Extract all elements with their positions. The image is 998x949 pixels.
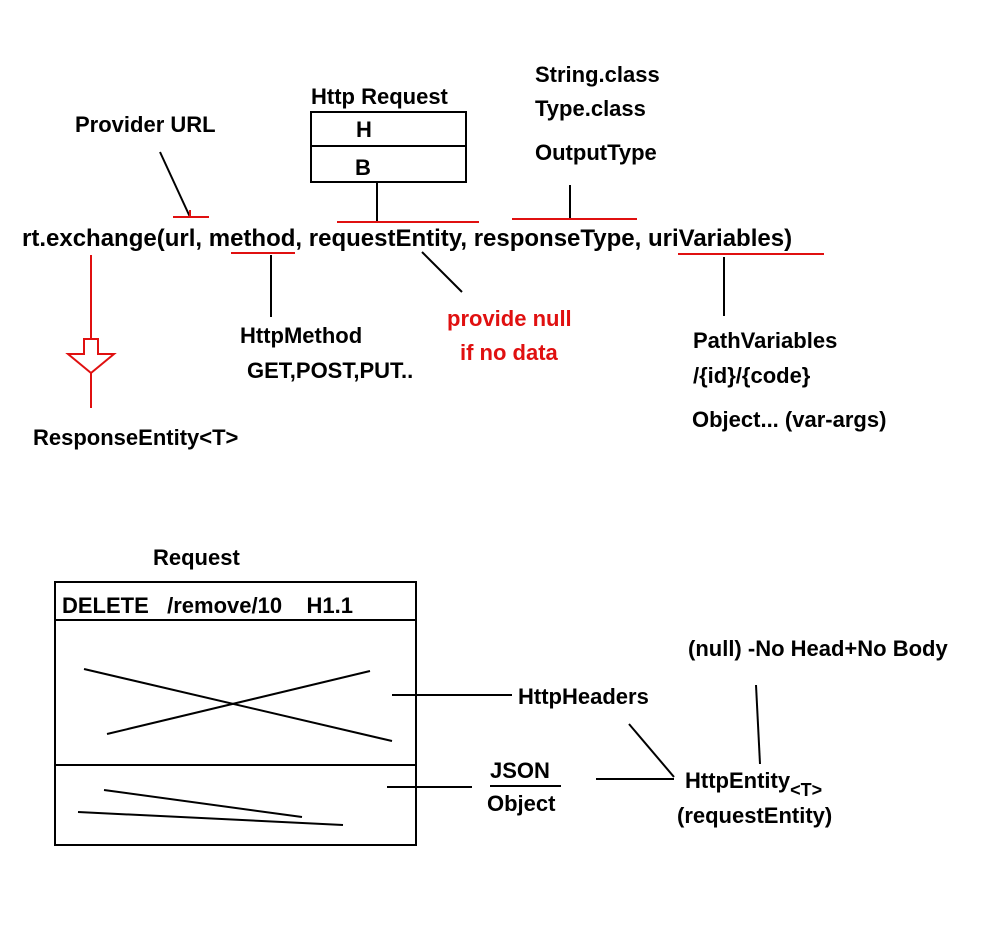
output-type-type: Type.class bbox=[535, 96, 646, 121]
response-entity-label: ResponseEntity<T> bbox=[33, 425, 239, 450]
return-arrow-head bbox=[65, 338, 117, 375]
exchange-arg-request-entity: requestEntity bbox=[308, 225, 461, 252]
headers-cross-a bbox=[83, 668, 393, 742]
body-cross-a bbox=[77, 811, 344, 826]
path-variables-label: PathVariables bbox=[693, 328, 838, 353]
headers-cross-b bbox=[106, 670, 371, 735]
exchange-sep-3: , bbox=[460, 225, 474, 252]
null-note-line-1: provide null bbox=[447, 306, 572, 331]
object-label: Object bbox=[487, 791, 556, 816]
null-to-entity-line bbox=[755, 684, 761, 765]
http-entity-name: HttpEntity bbox=[685, 768, 791, 793]
null-note-line-2: if no data bbox=[460, 340, 558, 365]
exchange-arg-method: method bbox=[208, 225, 296, 252]
exchange-arg-uri-variables: uriVariables bbox=[647, 225, 785, 252]
exchange-sep-4: , bbox=[634, 225, 648, 252]
exchange-sep-2: , bbox=[295, 225, 309, 252]
http-request-title: Http Request bbox=[311, 84, 448, 109]
exchange-call: rt.exchange(url, method, requestEntity, … bbox=[22, 225, 792, 253]
http-method-label: HttpMethod bbox=[240, 323, 363, 348]
exchange-prefix: rt.exchange( bbox=[22, 225, 165, 252]
body-cross-b bbox=[103, 789, 303, 818]
request-title: Request bbox=[153, 545, 240, 570]
exchange-suffix: ) bbox=[784, 225, 793, 252]
null-note-leader bbox=[421, 251, 463, 293]
null-no-head-body-label: (null) -No Head+No Body bbox=[688, 636, 948, 661]
output-type-string: String.class bbox=[535, 62, 660, 87]
header-cell-label: H bbox=[356, 117, 372, 142]
http-headers-label: HttpHeaders bbox=[518, 684, 649, 709]
request-box bbox=[54, 581, 417, 846]
path-variables-example: /{id}/{code} bbox=[693, 363, 811, 388]
exchange-arg-response-type: responseType bbox=[473, 225, 635, 252]
provider-url-label: Provider URL bbox=[75, 112, 216, 137]
output-type-label: OutputType bbox=[535, 140, 657, 165]
exchange-arg-url: url bbox=[164, 225, 196, 252]
exchange-sep-1: , bbox=[195, 225, 209, 252]
body-cell-label: B bbox=[355, 155, 371, 180]
http-entity-label: HttpEntity<T> bbox=[685, 768, 822, 800]
var-args-label: Object... (var-args) bbox=[692, 407, 887, 432]
headers-to-entity-line bbox=[628, 723, 675, 778]
request-line: DELETE /remove/10 H1.1 bbox=[62, 593, 354, 618]
request-entity-label: (requestEntity) bbox=[677, 803, 833, 828]
http-method-values: GET,POST,PUT.. bbox=[247, 358, 414, 383]
http-entity-generic: <T> bbox=[790, 780, 823, 800]
provider-url-leader bbox=[159, 151, 191, 218]
json-label: JSON bbox=[490, 758, 550, 783]
